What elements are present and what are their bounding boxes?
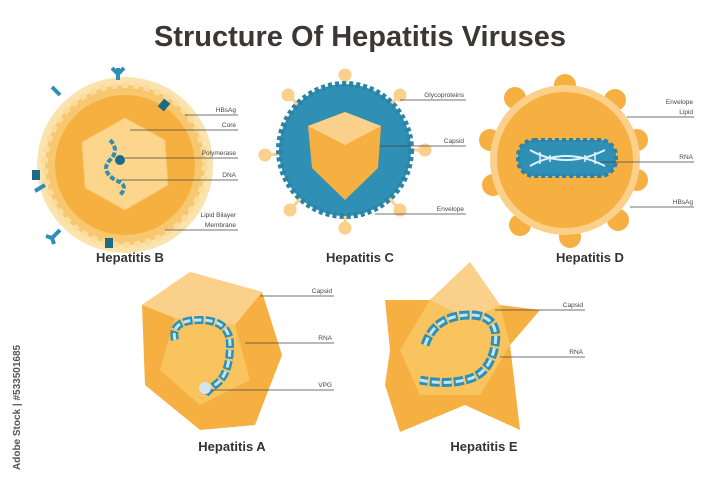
label-vpg: VPG bbox=[318, 382, 332, 389]
watermark-text: Adobe Stock | #533501685 bbox=[12, 344, 23, 470]
label-envelope: Envelope bbox=[437, 206, 464, 213]
label-lipid: Lipid bbox=[679, 109, 693, 116]
label-rna: RNA bbox=[679, 154, 693, 161]
label-rna: RNA bbox=[318, 335, 332, 342]
page-title: Structure Of Hepatitis Viruses bbox=[154, 21, 566, 53]
label-capsid: Capsid bbox=[563, 302, 584, 309]
label-rna: RNA bbox=[569, 349, 583, 356]
label-hbsag: HBsAg bbox=[216, 107, 237, 114]
hepatitis-c-illustration bbox=[258, 68, 432, 235]
label-capsid: Capsid bbox=[312, 288, 333, 295]
hepatitis-e-labels: Capsid RNA Hepatitis E bbox=[450, 302, 585, 454]
hepatitis-c-labels: Glycoproteins Capsid Envelope Hepatitis … bbox=[326, 92, 466, 265]
label-lipid-bilayer: Lipid Bilayer bbox=[201, 212, 237, 219]
label-core: Core bbox=[222, 122, 236, 129]
hepatitis-b-illustration bbox=[32, 66, 213, 253]
label-dna: DNA bbox=[222, 172, 236, 179]
label-envelope: Envelope bbox=[666, 99, 693, 106]
label-membrane: Membrane bbox=[205, 222, 236, 229]
label-polymerase: Polymerase bbox=[202, 150, 237, 157]
label-hbsag: HBsAg bbox=[673, 199, 694, 206]
hepatitis-b-labels: HBsAg Core Polymerase DNA Lipid Bilayer … bbox=[96, 107, 238, 265]
hepatitis-e-illustration bbox=[385, 262, 540, 432]
hepatitis-e-name: Hepatitis E bbox=[450, 439, 518, 454]
hepatitis-c-name: Hepatitis C bbox=[326, 250, 395, 265]
hepatitis-a-name: Hepatitis A bbox=[198, 439, 266, 454]
hepatitis-a-labels: Capsid RNA VPG Hepatitis A bbox=[198, 288, 334, 454]
hepatitis-d-labels: Envelope Lipid RNA HBsAg Hepatitis D bbox=[556, 99, 694, 265]
hepatitis-d-illustration bbox=[479, 74, 648, 248]
hepatitis-d-name: Hepatitis D bbox=[556, 250, 624, 265]
label-glycoproteins: Glycoproteins bbox=[424, 92, 464, 99]
hepatitis-b-name: Hepatitis B bbox=[96, 250, 164, 265]
label-capsid: Capsid bbox=[444, 138, 465, 145]
hepatitis-a-illustration bbox=[142, 272, 282, 430]
